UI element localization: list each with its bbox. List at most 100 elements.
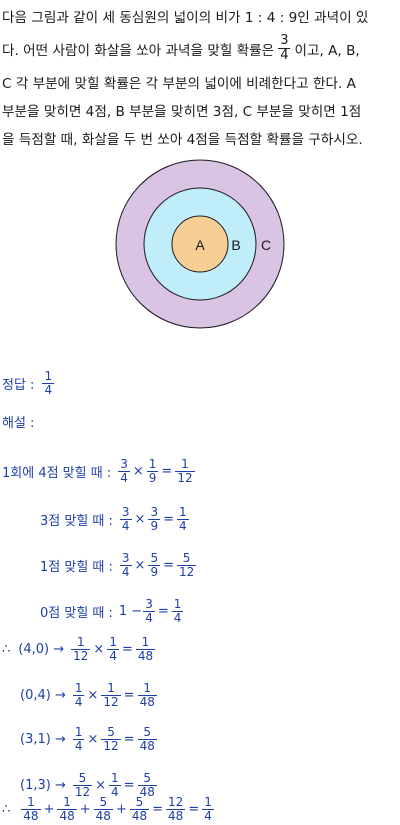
case-result-num: 1 [141, 635, 150, 649]
prob-fraction-den: 4 [278, 48, 291, 64]
case-a-num: 1 [74, 725, 83, 739]
prob-row-result-den: 4 [176, 519, 189, 534]
case-result-num: 5 [143, 771, 152, 785]
prob-row-a-num: 3 [121, 551, 130, 565]
plus-sign: + [115, 802, 127, 818]
times-sign: × [132, 464, 144, 480]
case-label: (4,0) → [18, 642, 65, 658]
case-a-den: 4 [72, 695, 85, 710]
case-a-num: 1 [76, 635, 85, 649]
inner-circle-a [171, 215, 229, 273]
prob-row-result-num: 5 [182, 551, 191, 565]
equals-sign: = [161, 464, 173, 480]
prob-row-b-num: 3 [145, 597, 153, 611]
prob-row-result-den: 12 [175, 471, 195, 486]
prob-row-result-num: 1 [173, 597, 182, 611]
times-sign: × [95, 778, 107, 794]
prob-row-b-den: 9 [146, 471, 159, 486]
case-a-num: 1 [74, 681, 83, 695]
equals-sign: = [152, 802, 164, 818]
plus-sign: + [79, 802, 91, 818]
prob-row-a-num: 3 [121, 505, 130, 519]
therefore-sign: ∴ [2, 642, 11, 658]
prob-row-b-num: 5 [150, 551, 159, 565]
prob-fraction: 3 4 [278, 33, 291, 64]
times-sign: × [134, 558, 146, 574]
problem-line-3: C 각 부분에 맞힐 확률은 각 부분의 넓이에 비례한다고 한다. A [2, 76, 356, 92]
target-figure: A B C [115, 159, 285, 329]
plus-sign: + [43, 802, 55, 818]
final-term-den: 48 [57, 809, 77, 824]
answer-value-num: 1 [44, 369, 53, 383]
case-b-num: 5 [107, 725, 115, 739]
case-b-den: 4 [107, 649, 119, 664]
prob-row-b-den: 9 [148, 519, 161, 534]
equals-sign: = [188, 802, 200, 818]
times-sign: × [93, 642, 105, 658]
equals-sign: = [123, 688, 135, 704]
case-label: (1,3) → [20, 778, 66, 794]
final-term-num: 5 [99, 795, 108, 809]
case-a-num: 5 [78, 771, 87, 785]
final-result-num: 1 [204, 795, 212, 809]
equals-sign: = [163, 558, 174, 574]
prob-fraction-num: 3 [280, 33, 289, 48]
label-b: B [231, 237, 240, 253]
prob-row-one: 1 − [118, 604, 143, 620]
therefore-sign: ∴ [2, 802, 11, 818]
prob-row-a-den: 4 [119, 519, 132, 534]
times-sign: × [87, 732, 99, 748]
prob-row-result-den: 12 [176, 565, 197, 580]
final-term-den: 48 [129, 809, 150, 824]
case-b-den: 4 [109, 785, 121, 800]
prob-row-result-den: 4 [171, 611, 184, 626]
problem-line-2: 다. 어떤 사람이 화살을 쏘아 과녁을 맞힐 확률은 3 4 이고, A, B… [2, 33, 360, 64]
explanation-label: 해설 : [2, 416, 35, 431]
label-c: C [261, 237, 271, 253]
case-result-num: 1 [143, 681, 152, 695]
case-a-den: 12 [72, 785, 93, 800]
case-a-den: 4 [72, 739, 85, 754]
final-term-den: 48 [21, 809, 41, 824]
equals-sign: = [121, 642, 133, 658]
times-sign: × [134, 512, 146, 528]
prob-row-prefix: 1회에 4점 맞힐 때 : [2, 466, 112, 482]
final-result-den: 4 [202, 809, 214, 824]
case-result-num: 5 [143, 725, 152, 739]
prob-row-prefix: 0점 맞힐 때 : [40, 606, 113, 622]
equals-sign: = [123, 732, 135, 748]
case-b-num: 1 [107, 681, 115, 695]
prob-row-result-num: 1 [178, 505, 187, 519]
